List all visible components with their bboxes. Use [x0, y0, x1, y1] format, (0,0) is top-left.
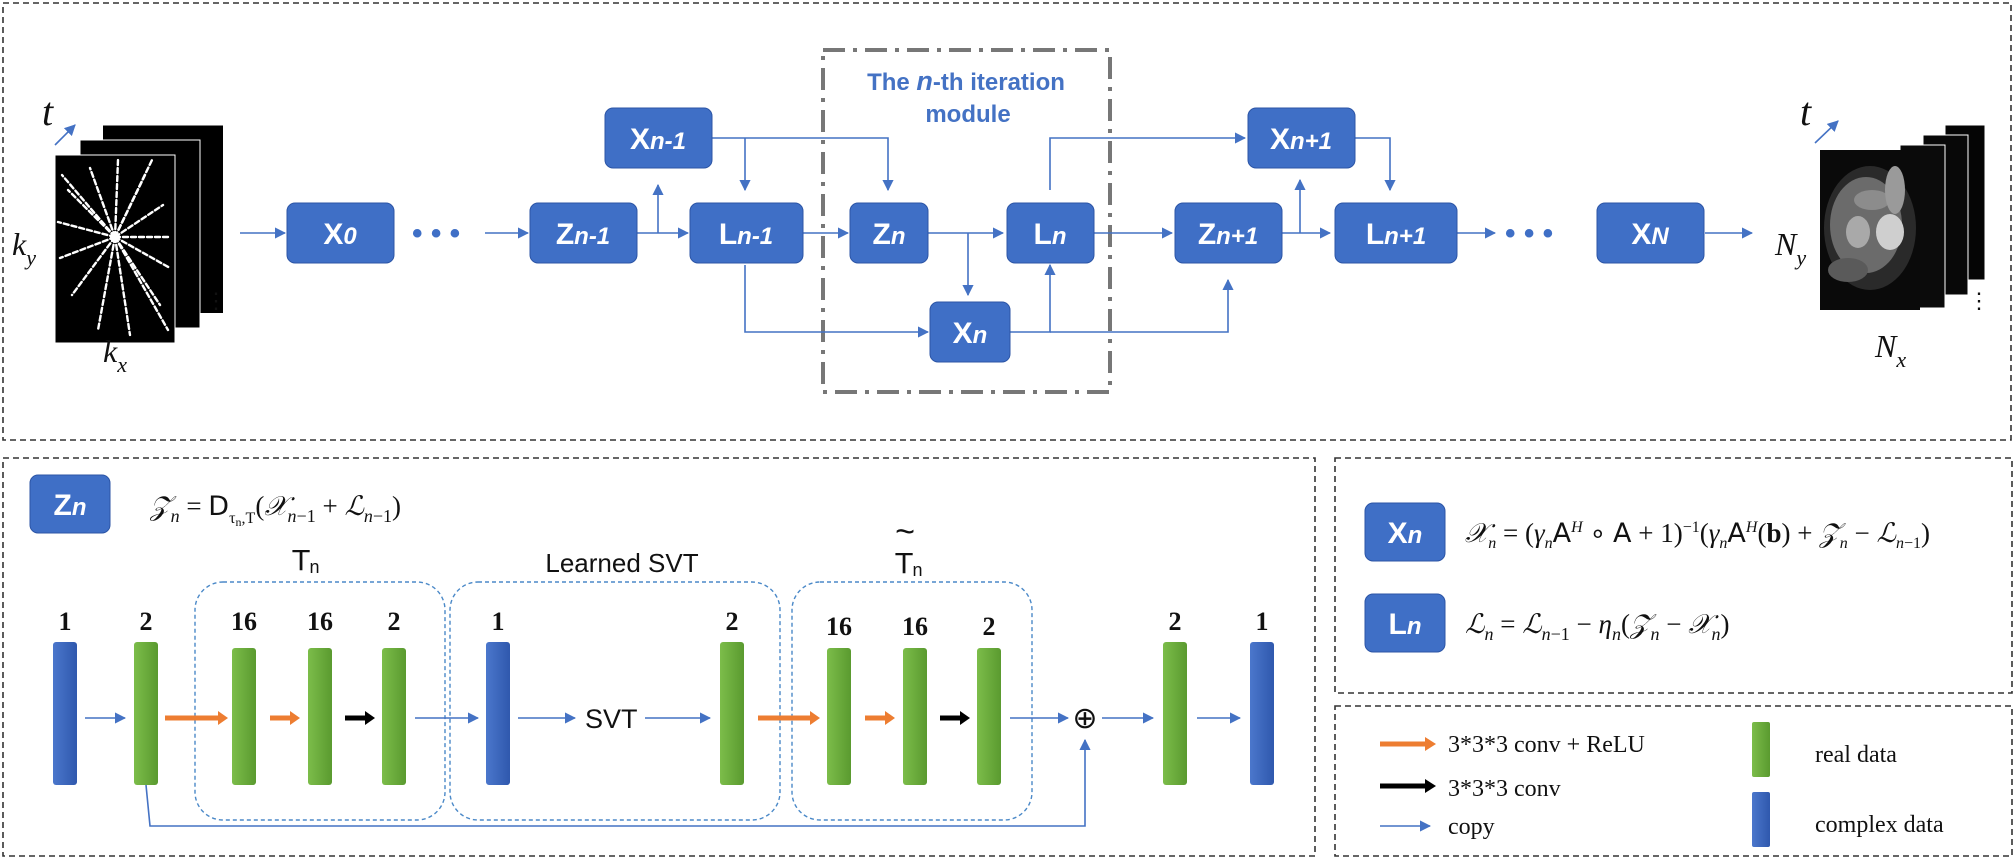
svg-text:Ln: Ln — [1034, 218, 1067, 251]
legend-copy: copy — [1380, 814, 1495, 840]
block-xN: XN — [1596, 202, 1705, 264]
output-image-stack: ⋮ — [1820, 124, 1990, 313]
svg-text:Zn-1: Zn-1 — [556, 218, 610, 251]
block-xn-minus-1: Xn-1 — [604, 107, 713, 169]
legend-complex-data: complex data — [1752, 792, 1944, 847]
svg-text:Ln-1: Ln-1 — [719, 218, 773, 251]
channel-count-5: 2 — [388, 607, 401, 636]
tilde-mark: ~ — [895, 513, 915, 551]
svg-text:3*3*3 conv + ReLU: 3*3*3 conv + ReLU — [1448, 732, 1645, 758]
nth-iteration-module-box — [821, 48, 1112, 394]
channel-count-2: 2 — [140, 607, 153, 636]
ellipsis-right: • • • — [1505, 217, 1553, 250]
zn-equation: 𝒵n = Dτn,T(𝒳n−1 + ℒn−1) — [149, 491, 401, 529]
channel-count-10: 2 — [983, 612, 996, 641]
input-kx-label: kx — [103, 333, 127, 377]
channel-count-8: 16 — [826, 612, 852, 641]
svg-text:X0: X0 — [323, 218, 357, 251]
svg-text:⋮: ⋮ — [1968, 288, 1990, 313]
legend-real-data: real data — [1752, 722, 1897, 777]
svg-text:Xn: Xn — [1388, 517, 1423, 550]
legend-panel-frame — [1334, 705, 2013, 857]
svg-text:XN: XN — [1631, 218, 1669, 251]
block-zn-minus-1: Zn-1 — [529, 202, 638, 264]
input-t-axis-arrow — [54, 124, 76, 146]
equations-panel-frame — [1334, 457, 2013, 694]
block-xn: Xn — [929, 301, 1011, 363]
ln-equation: ℒn = ℒn−1 − ηn(𝒵n − 𝒳n) — [1465, 609, 1729, 644]
zn-flow-arrows — [85, 711, 1242, 827]
channel-count-11: 2 — [1169, 607, 1182, 636]
module-title-line1: The n-th iteration — [867, 66, 1065, 96]
legend-conv: 3*3*3 conv — [1380, 776, 1561, 802]
block-zn-plus-1: Zn+1 — [1174, 202, 1283, 264]
input-t-axis-label: t — [42, 89, 54, 134]
block-ln-minus-1: Ln-1 — [689, 202, 804, 264]
output-t-axis-arrow — [1814, 120, 1839, 144]
ellipsis-left: • • • — [412, 217, 460, 250]
zn-badge: Zn — [29, 474, 111, 534]
output-nx-label: Nx — [1874, 328, 1906, 372]
svt-operator-label: SVT — [585, 704, 638, 734]
svg-text:Ln+1: Ln+1 — [1366, 218, 1426, 251]
label-tn-tilde: Tn — [894, 547, 922, 580]
group-tn-tilde — [791, 581, 1033, 821]
svg-text:Xn-1: Xn-1 — [630, 123, 686, 156]
group-learned-svt — [449, 581, 781, 821]
svg-text:Xn+1: Xn+1 — [1270, 123, 1332, 156]
channel-count-4: 16 — [307, 607, 333, 636]
sum-operator: ⊕ — [1072, 702, 1097, 735]
svg-text:Xn: Xn — [953, 317, 988, 350]
xn-badge: Xn — [1364, 502, 1446, 562]
block-ln-plus-1: Ln+1 — [1334, 202, 1458, 264]
channel-count-7: 2 — [726, 607, 739, 636]
svg-text:copy: copy — [1448, 814, 1495, 840]
label-tn: Tn — [291, 544, 319, 577]
input-ky-label: ky — [12, 226, 36, 270]
channel-count-6: 1 — [492, 607, 505, 636]
ln-badge: Ln — [1364, 593, 1446, 653]
svg-text:real data: real data — [1815, 742, 1897, 768]
block-zn: Zn — [849, 202, 929, 264]
block-xn-plus-1: Xn+1 — [1247, 107, 1356, 169]
label-learned-svt: Learned SVT — [545, 548, 698, 578]
svg-text:Zn: Zn — [873, 218, 906, 251]
legend-conv-relu: 3*3*3 conv + ReLU — [1380, 732, 1645, 758]
svg-text:Zn+1: Zn+1 — [1198, 218, 1258, 251]
channel-bars — [53, 642, 1274, 785]
xn-equation: 𝒳n = (γnAH ∘ A + 1)−1(γnAH(b) + 𝒵n − ℒn−… — [1465, 518, 1930, 552]
channel-count-12: 1 — [1256, 607, 1269, 636]
zn-panel-frame — [2, 457, 1316, 857]
block-ln: Ln — [1006, 202, 1095, 264]
svg-text:Zn: Zn — [54, 489, 87, 522]
channel-count-1: 1 — [59, 607, 72, 636]
module-title-line2: module — [925, 101, 1010, 128]
svg-text:3*3*3 conv: 3*3*3 conv — [1448, 776, 1561, 802]
top-flow-arrows — [240, 132, 1754, 338]
output-ny-label: Ny — [1774, 226, 1806, 270]
channel-count-3: 16 — [231, 607, 257, 636]
group-tn — [194, 581, 446, 821]
input-kspace-stack: ⋮ — [54, 124, 227, 344]
svg-text:⋮: ⋮ — [205, 288, 227, 313]
top-panel-frame — [2, 2, 2012, 441]
channel-count-9: 16 — [902, 612, 928, 641]
svg-text:Ln: Ln — [1389, 608, 1422, 641]
svg-text:complex data: complex data — [1815, 812, 1944, 838]
output-t-axis-label: t — [1800, 89, 1812, 134]
block-x0: X0 — [286, 202, 395, 264]
